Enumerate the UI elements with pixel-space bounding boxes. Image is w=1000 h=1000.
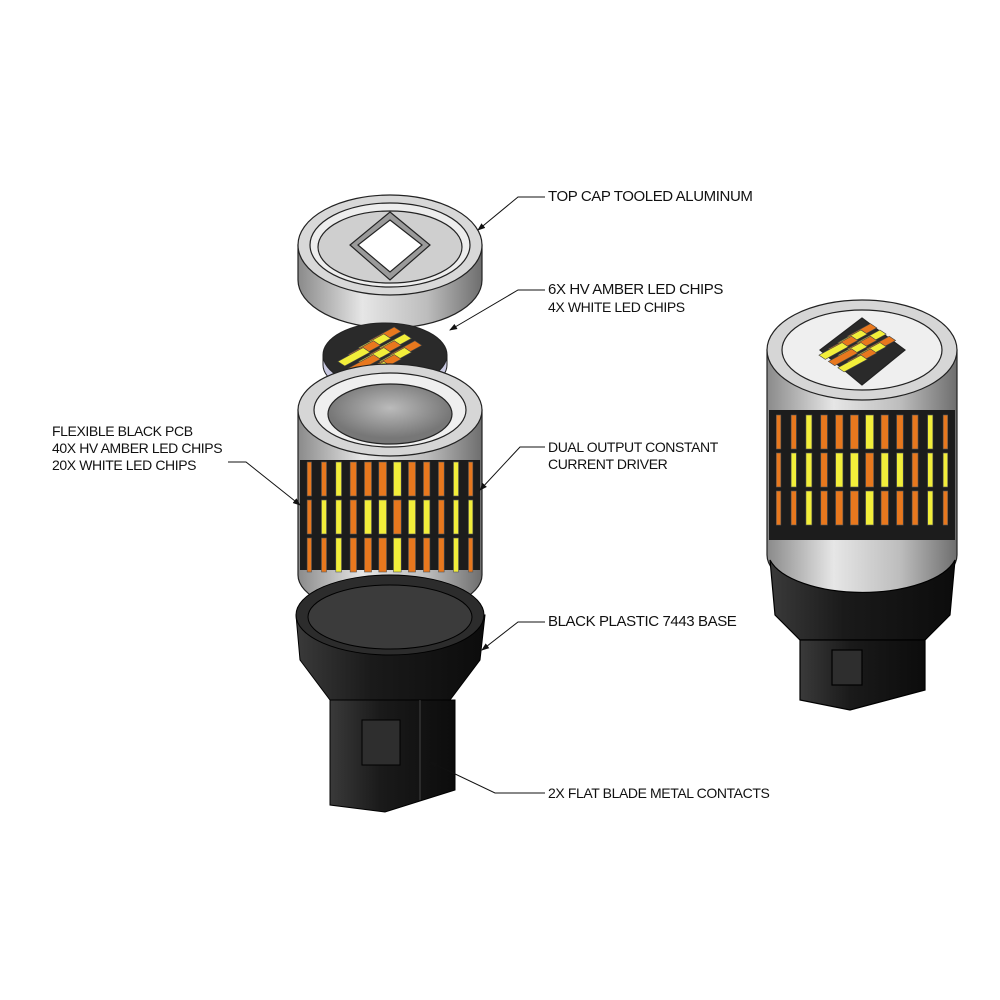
label-top-chips-amber: 6X HV AMBER LED CHIPS — [548, 281, 723, 298]
label-base: BLACK PLASTIC 7443 BASE — [548, 613, 737, 630]
led-chip — [850, 414, 859, 450]
led-chip — [850, 452, 859, 488]
assembled-bulb — [766, 299, 958, 711]
led-chip — [776, 452, 782, 488]
led-chip — [865, 414, 874, 450]
led-chip — [927, 490, 934, 526]
led-chip — [423, 461, 431, 497]
label-pcb-white: 20X WHITE LED CHIPS — [52, 457, 197, 473]
led-chip — [335, 499, 342, 535]
led-chip — [335, 461, 342, 497]
led-chip — [335, 537, 342, 573]
led-chip — [393, 461, 402, 497]
led-chip — [835, 490, 844, 526]
led-chip — [321, 461, 327, 497]
led-chip — [820, 452, 828, 488]
led-chip — [378, 499, 387, 535]
led-chip — [364, 499, 372, 535]
led-chip — [321, 537, 327, 573]
led-chip — [911, 414, 919, 450]
led-chip — [865, 452, 874, 488]
led-chip — [896, 490, 904, 526]
led-chip — [790, 452, 797, 488]
led-chip — [438, 499, 445, 535]
label-pcb-amber: 40X HV AMBER LED CHIPS — [52, 440, 223, 456]
label-driver-2: CURRENT DRIVER — [548, 456, 668, 472]
led-chip — [378, 537, 387, 573]
led-chip — [880, 414, 889, 450]
led-chip — [896, 452, 904, 488]
led-chip — [393, 537, 402, 573]
led-chip — [423, 499, 431, 535]
plastic-base — [295, 574, 486, 813]
led-chip — [408, 499, 416, 535]
label-driver: DUAL OUTPUT CONSTANT — [548, 439, 718, 455]
led-chip — [408, 461, 416, 497]
led-chip — [865, 490, 874, 526]
label-top-cap: TOP CAP TOOLED ALUMINUM — [548, 188, 753, 205]
led-chip — [942, 414, 948, 450]
led-chip — [378, 461, 387, 497]
led-chip — [776, 414, 782, 450]
led-chip — [349, 461, 357, 497]
led-chip — [835, 452, 844, 488]
led-chip — [306, 461, 312, 497]
led-chip — [880, 490, 889, 526]
led-chip — [364, 461, 372, 497]
led-chip — [453, 499, 459, 535]
led-chip — [835, 414, 844, 450]
led-chip — [805, 490, 813, 526]
side-led-strip — [776, 414, 948, 526]
led-chip — [850, 490, 859, 526]
led-chip — [837, 354, 868, 373]
led-chip — [805, 452, 813, 488]
led-chip — [306, 499, 312, 535]
led-chip — [337, 347, 371, 367]
top-led-chips — [818, 323, 897, 373]
led-chip — [818, 342, 849, 360]
label-pcb: FLEXIBLE BLACK PCB — [52, 423, 193, 439]
leader-lines — [228, 196, 545, 794]
led-chip — [468, 537, 474, 573]
led-chip — [820, 414, 828, 450]
led-chip — [438, 537, 445, 573]
led-chip — [896, 414, 904, 450]
led-chip — [790, 490, 797, 526]
led-chip — [321, 499, 327, 535]
led-chip — [776, 490, 782, 526]
top-cap — [297, 194, 483, 329]
led-chip — [468, 499, 474, 535]
led-chip — [911, 452, 919, 488]
led-chip — [927, 414, 934, 450]
led-chip — [927, 452, 934, 488]
led-chip — [805, 414, 813, 450]
led-chip — [364, 537, 372, 573]
led-chip — [820, 490, 828, 526]
led-chip — [827, 348, 859, 367]
led-chip — [349, 537, 357, 573]
led-chip — [880, 452, 889, 488]
led-chip — [468, 461, 474, 497]
led-chip — [306, 537, 312, 573]
side-led-strip — [306, 461, 474, 573]
label-contacts: 2X FLAT BLADE METAL CONTACTS — [548, 785, 770, 801]
driver-housing — [297, 363, 483, 616]
led-chip — [453, 537, 459, 573]
led-chip — [453, 461, 459, 497]
led-chip — [790, 414, 797, 450]
led-chip — [911, 490, 919, 526]
led-chip — [942, 490, 948, 526]
led-chip — [942, 452, 948, 488]
led-chip — [438, 461, 445, 497]
led-chip — [423, 537, 431, 573]
led-chip — [393, 499, 402, 535]
led-chip — [349, 499, 357, 535]
label-top-chips-white: 4X WHITE LED CHIPS — [548, 299, 685, 315]
led-chip — [408, 537, 416, 573]
